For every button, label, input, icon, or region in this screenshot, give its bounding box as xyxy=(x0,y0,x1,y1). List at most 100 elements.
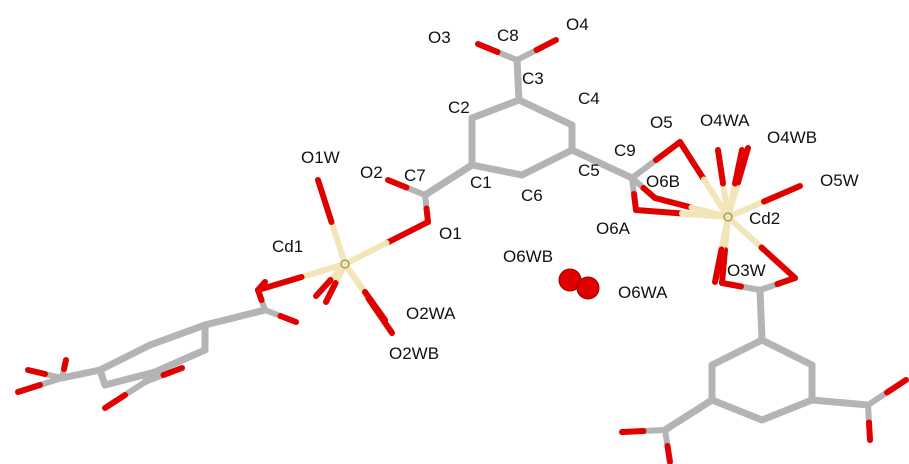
bond-ring-c6-c1-half-1 xyxy=(493,166,526,179)
bond-left-ring-1-half-1 xyxy=(121,341,154,361)
bond-right-ring-0-half-1 xyxy=(758,336,791,356)
bond-cd1-o2wa-half-2 xyxy=(362,289,388,323)
bond-c9-o5-half-2 xyxy=(653,139,683,163)
bond-left-ring-3-half-1 xyxy=(101,375,134,389)
atom-label-c2: C2 xyxy=(448,98,470,117)
bond-cd1-o-carboxylate-half-1 xyxy=(298,261,348,280)
bond-left-carbox-c-half-2 xyxy=(201,314,239,329)
bond-o5-cd2-half-1 xyxy=(677,139,707,183)
atom-label-c1: C1 xyxy=(470,173,492,192)
atom-label-cd1: Cd1 xyxy=(272,237,303,256)
bond-c7-o2-half-2 xyxy=(385,177,410,191)
bond-right-ring-0-half-2 xyxy=(783,349,816,369)
atom-label-c8: C8 xyxy=(497,26,519,45)
atom-label-o6wa: O6WA xyxy=(618,283,668,302)
bond-left-c-o2-half-2 xyxy=(15,382,43,395)
bond-o6b-cd2-half-1 xyxy=(652,195,695,211)
bond-o6a-cd2-half-1 xyxy=(633,207,685,217)
bond-left-ring-0-half-2 xyxy=(146,331,181,349)
atom-layer xyxy=(340,212,733,300)
bond-right-ring-c2-half-2 xyxy=(836,399,872,409)
bond-cd2-o-lower-right-half-2 xyxy=(758,244,798,281)
bond-ring-c5-c6-half-2 xyxy=(518,159,551,179)
atom-label-o1w: O1W xyxy=(301,148,340,167)
atom-label-o3w: O3W xyxy=(727,261,766,280)
bond-left-ring-4-half-1 xyxy=(151,357,184,376)
cd1-atom xyxy=(340,259,350,269)
bond-left-carbox-o2-half-2 xyxy=(277,313,299,325)
bond-cd2-o5w-half-1 xyxy=(725,198,767,220)
bond-o6b-cd2-half-2 xyxy=(688,204,731,220)
bond-right-ring-5-half-1 xyxy=(708,349,741,369)
atom-label-o5: O5 xyxy=(650,113,673,132)
bond-left-c2-o2-half-1 xyxy=(122,379,148,398)
bond-ring-c5-c6-half-1 xyxy=(543,146,576,166)
atom-label-c6: C6 xyxy=(521,186,543,205)
atom-label-o6b: O6B xyxy=(646,172,680,191)
bond-cd1-o-lower-a-half-2 xyxy=(323,280,339,305)
label-layer: O3 C8 O4 C3 C4 C2 O5 O4WA O4WB C9 O1W O2… xyxy=(272,15,859,363)
bond-c8-o3-half-2 xyxy=(475,41,501,55)
atom-label-c7: C7 xyxy=(404,166,426,185)
bond-layer xyxy=(15,37,909,464)
atom-label-o6a: O6A xyxy=(596,219,631,238)
bond-cd2-o4wb-b-half-2 xyxy=(732,147,745,187)
atom-label-o2: O2 xyxy=(360,163,383,182)
bond-o1-cd1-half-1 xyxy=(383,219,431,246)
bond-left-c-o2-half-1 xyxy=(37,375,65,388)
atom-label-o4wa: O4WA xyxy=(700,111,750,130)
bond-cd2-o4wb-b-half-1 xyxy=(725,180,738,220)
atom-label-o3: O3 xyxy=(428,28,451,47)
bond-right-ring-2-half-1 xyxy=(783,396,816,414)
cd2-atom xyxy=(723,212,733,222)
bond-right-ring-c2-half-1 xyxy=(808,396,844,406)
bond-right-ring-5-half-2 xyxy=(733,336,766,356)
bond-right-ring-c1-half-2 xyxy=(661,411,692,434)
bond-cd2-o4wb-half-2 xyxy=(735,145,751,186)
atom-label-o2wa: O2WA xyxy=(406,304,456,323)
bond-cd2-o-lower-left-half-2 xyxy=(712,246,725,285)
bond-right-c1-o2-half-2 xyxy=(664,443,673,464)
bond-o5-cd2-half-2 xyxy=(701,176,731,220)
bond-ring-c2-c3-half-1 xyxy=(468,105,499,122)
bond-cd2-o4wa-half-2 xyxy=(715,147,726,187)
bond-cd2-o-lower-left-half-1 xyxy=(718,214,731,253)
bond-left-ring-1-half-2 xyxy=(96,354,129,374)
bond-right-c1-o1-half-1 xyxy=(640,427,668,434)
o6wa-sphere xyxy=(576,276,600,300)
atom-label-c5: C5 xyxy=(578,161,600,180)
bond-right-c2-o1-half-2 xyxy=(884,377,909,396)
bond-right-c1-o1-half-2 xyxy=(619,428,647,435)
bond-right-c2-o1-half-1 xyxy=(865,389,890,408)
bond-cd2-o-lower-right-half-1 xyxy=(725,214,765,251)
bond-ring-c3-c4-half-2 xyxy=(542,109,576,129)
bond-c3-c8-half-2 xyxy=(513,56,522,84)
bond-c8-o3-half-1 xyxy=(494,49,520,63)
atom-label-o1: O1 xyxy=(439,224,462,243)
bond-left-c-o3-half-2 xyxy=(61,357,69,372)
bond-right-ring-3-half-2 xyxy=(708,396,741,414)
bond-left-c-o1-half-2 xyxy=(25,367,48,377)
bond-left-carbox-c-half-1 xyxy=(231,306,269,321)
bond-cd1-o1w-half-2 xyxy=(315,177,335,225)
bond-left-carbox-o1-half-2 xyxy=(255,287,265,303)
bond-c7-o2-half-1 xyxy=(403,184,428,198)
atom-label-c9: C9 xyxy=(614,141,636,160)
atom-label-o5w: O5W xyxy=(820,171,859,190)
bond-left-c2-o1-half-2 xyxy=(160,365,185,378)
bond-c1-c7-half-2 xyxy=(421,176,452,199)
bond-right-carbox-o2-half-2 xyxy=(774,275,798,287)
atom-label-c3: C3 xyxy=(522,69,544,88)
bond-cd2-o3w-half-2 xyxy=(719,247,728,286)
bond-c1-c7-half-1 xyxy=(445,161,476,184)
bond-left-c2-o1-half-1 xyxy=(142,372,167,385)
bond-left-ring-4-half-2 xyxy=(176,346,209,365)
bond-cd2-o5w-half-2 xyxy=(761,183,803,205)
bond-cd1-o1w-half-1 xyxy=(328,219,348,267)
bond-right-carbox-o1-half-2 xyxy=(719,280,744,290)
bond-left-c2-o2-half-2 xyxy=(102,392,128,411)
bond-cd1-o-lower-b-half-2 xyxy=(313,277,334,299)
bond-ring-c3-c4-half-1 xyxy=(515,96,549,116)
